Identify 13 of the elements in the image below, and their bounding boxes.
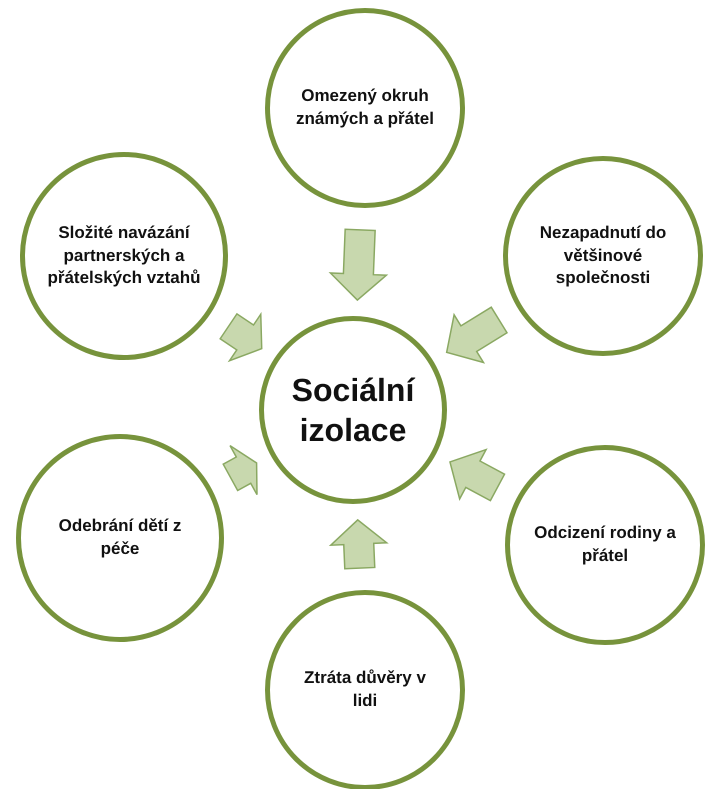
node-label: Složité navázání partnerských a přátelských vztahů [46,222,202,290]
block-arrow [222,444,258,496]
node-label: Sociální izolace [290,371,416,450]
node-label: Ztráta důvěry v lidi [303,667,427,712]
node-label: Odcizení rodiny a přátel [533,522,677,567]
node-label: Odebrání dětí z péče [58,515,182,560]
block-arrow [219,312,262,362]
block-arrow [449,448,506,502]
node-label: Omezený okruh známých a přátel [295,85,435,130]
node-label: Nezapadnutí do většinové společnosti [538,222,668,290]
block-arrow [328,228,388,302]
block-arrow [328,518,389,570]
block-arrow [446,306,508,364]
